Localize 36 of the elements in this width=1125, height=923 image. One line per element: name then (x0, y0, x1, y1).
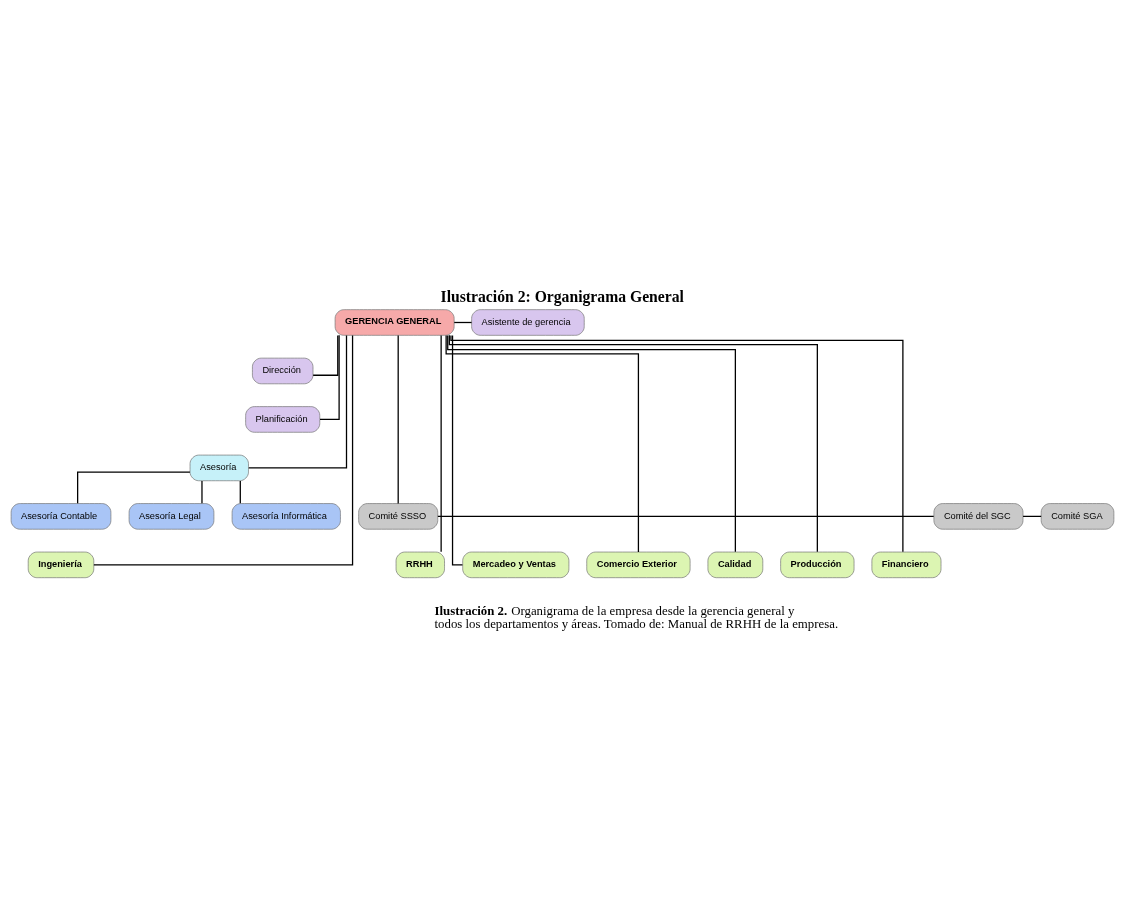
connector (437, 515, 935, 518)
node-box: Asesoría Contable (10, 503, 112, 530)
node-box: RRHH (395, 551, 445, 579)
connector (448, 334, 818, 553)
node-box: Comité SSSO (358, 503, 439, 530)
caption: Ilustración 2. Organigrama de la empresa desde la gerencia general y todos los departamentos y áreas. Tomado de: Manual de RRHH de la empresa. (434, 604, 839, 631)
connector (312, 334, 339, 376)
node-box: Financiero (871, 551, 942, 579)
connector (450, 334, 904, 553)
connector (319, 334, 340, 421)
node-box: Planificación (245, 406, 321, 433)
connector (239, 480, 241, 504)
node-box: Asesoría (189, 454, 249, 482)
connector (440, 334, 442, 553)
node-box: Producción (780, 551, 855, 579)
connector (397, 334, 399, 505)
connector (77, 471, 191, 504)
node-box: Asesoría Informática (231, 503, 341, 530)
node-box: Mercadeo y Ventas (462, 551, 570, 579)
connector (201, 480, 203, 504)
connector (93, 334, 354, 566)
node-box: Asistente de gerencia (471, 309, 585, 336)
diagram-title: Ilustración 2: Organigrama General (440, 287, 684, 305)
node-box: Comité del SGC (933, 503, 1024, 530)
node-box: Ingeniería (27, 551, 95, 579)
connector (248, 334, 348, 469)
node-box: GERENCIA GENERAL (334, 309, 455, 336)
node-box: Calidad (707, 551, 764, 579)
connector (447, 334, 736, 553)
node-box: Comercio Exterior (586, 551, 691, 579)
node-box: Asesoría Legal (128, 503, 215, 530)
connector (1022, 515, 1042, 518)
connector (445, 334, 640, 553)
node-box: Comité SGA (1040, 503, 1115, 530)
node-box: Dirección (252, 357, 314, 385)
connector (451, 334, 464, 566)
